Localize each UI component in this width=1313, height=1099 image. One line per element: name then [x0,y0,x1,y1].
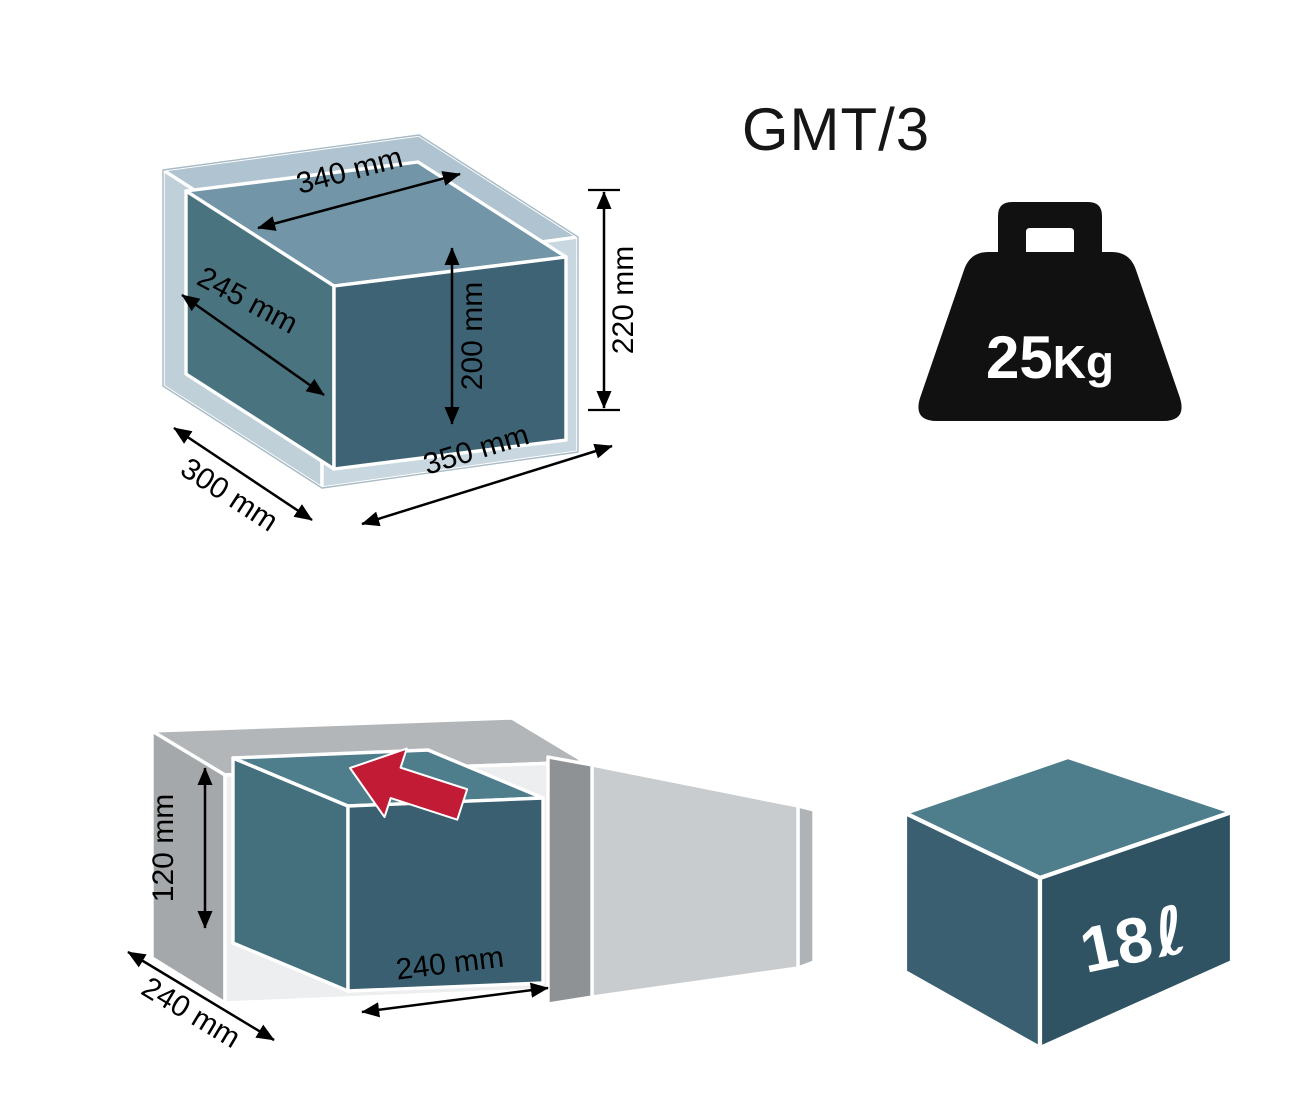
capacity-value: 18ℓ [1073,891,1193,988]
weight-handle-icon [998,202,1102,254]
door-edge [546,755,594,1006]
dim-line [257,171,461,231]
dim-label-inner-height: 200 mm [456,282,489,390]
weight-value: 25Kg [986,324,1114,391]
dim-line [173,426,313,522]
dim-inner-height: 200 mm [444,247,489,425]
insert-arrow-icon [349,747,469,821]
page-title: GMT/3 [742,96,930,163]
capacity-box-right-face [1037,809,1235,1051]
open-door [546,755,816,1006]
dim-line [361,982,549,1018]
dim-inner-box-height: 120 mm [147,767,213,929]
capacity-figure: 18ℓ [902,754,1235,1051]
capacity-number: 18 [1074,902,1159,987]
dim-overall-height: 220 mm [588,188,640,412]
dim-line [181,293,325,397]
weight-unit: Kg [1053,336,1114,388]
safe-front-face [332,255,568,471]
weight-body-icon [918,252,1182,421]
dim-label-inner-box-height: 120 mm [147,794,180,902]
external-box-figure: 340 mm 245 mm 200 mm 220 mm 300 mm 350 m… [161,133,640,538]
weight-figure: 25Kg [918,202,1182,421]
dim-label-overall-height: 220 mm [607,246,640,354]
door-inner-panel [590,763,800,999]
weight-number: 25 [986,324,1053,391]
dim-line [361,443,613,527]
dim-line [127,950,275,1042]
door-far-edge [796,804,816,970]
internal-box-figure: 120 mm 240 mm 240 mm [127,716,816,1055]
